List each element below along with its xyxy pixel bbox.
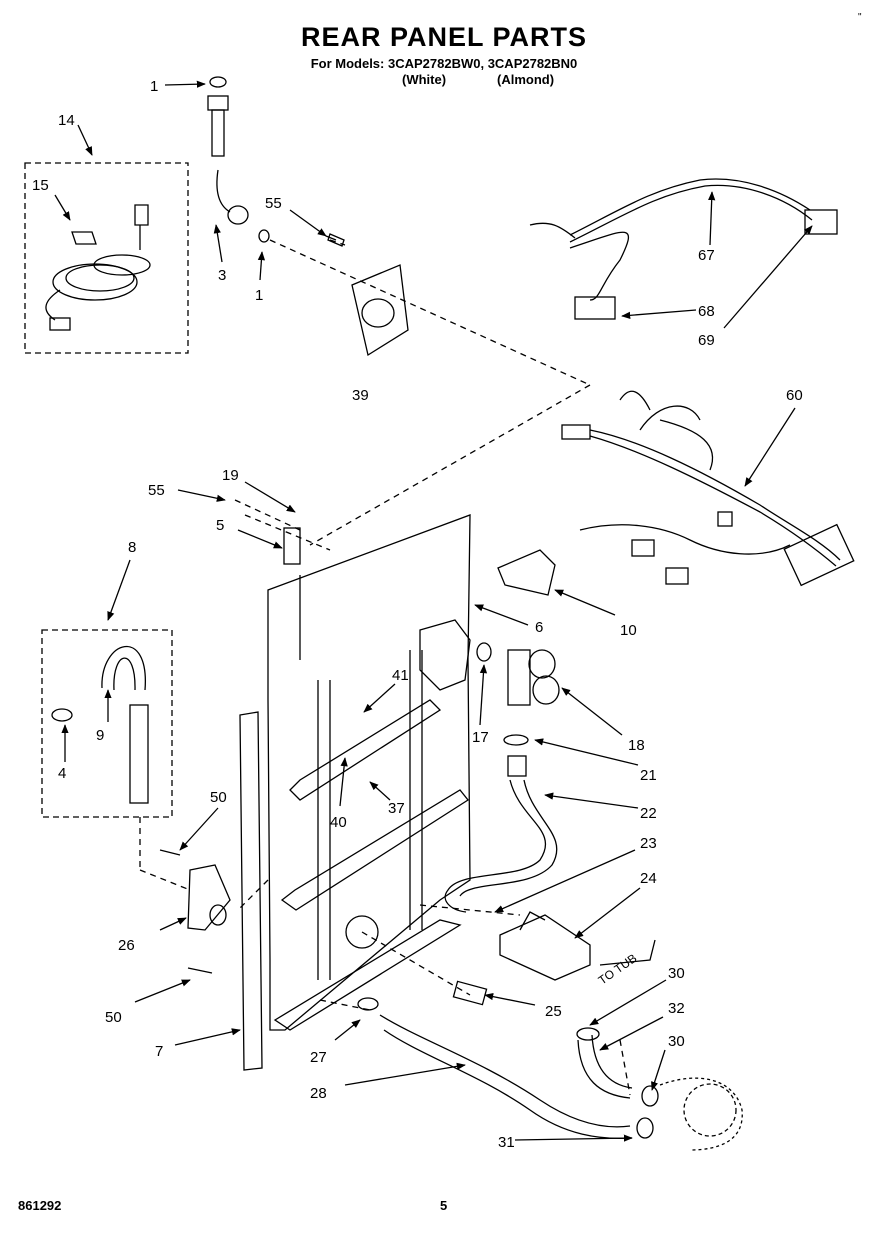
fill-hose-part — [444, 755, 558, 913]
clip-part — [452, 980, 488, 1006]
callout-31: 31 — [498, 1134, 515, 1151]
callout-30-lower: 30 — [668, 1033, 685, 1050]
callout-3: 3 — [218, 267, 226, 284]
callout-55-lower: 55 — [148, 482, 165, 499]
callout-14: 14 — [58, 112, 75, 129]
rear-panel — [267, 514, 471, 1031]
drain-hose-lower — [357, 997, 633, 1140]
side-strip-part — [239, 711, 263, 1071]
callout-1-top: 1 — [150, 78, 158, 95]
callout-22: 22 — [640, 805, 657, 822]
callout-8: 8 — [128, 539, 136, 556]
callout-69: 69 — [698, 332, 715, 349]
drain-hose-part — [51, 645, 149, 804]
callout-50-lower: 50 — [105, 1009, 122, 1026]
callout-5: 5 — [216, 517, 224, 534]
callout-arrows — [54, 80, 813, 1142]
to-tub-leader — [599, 939, 656, 966]
drain-hose-kit-box — [41, 629, 173, 818]
callout-68: 68 — [698, 303, 715, 320]
callout-6: 6 — [535, 619, 543, 636]
callout-41: 41 — [392, 667, 409, 684]
wiring-harness-main — [561, 390, 855, 587]
callout-23: 23 — [640, 835, 657, 852]
corner-mark: " — [858, 12, 862, 23]
callout-7: 7 — [155, 1043, 163, 1060]
callout-67: 67 — [698, 247, 715, 264]
plug-part — [345, 915, 379, 949]
document-number: 861292 — [18, 1198, 62, 1213]
callout-55-upper: 55 — [265, 195, 282, 212]
page-title: REAR PANEL PARTS — [300, 22, 588, 52]
callout-27: 27 — [310, 1049, 327, 1066]
callout-18: 18 — [628, 737, 645, 754]
to-tub-label: TO TUB — [596, 951, 640, 987]
callout-19: 19 — [222, 467, 239, 484]
drain-connector-part — [159, 849, 231, 974]
variant-white: (White) — [402, 72, 447, 87]
page-number: 5 — [440, 1198, 448, 1213]
callout-21: 21 — [640, 767, 657, 784]
mounting-plate-part — [325, 233, 409, 357]
callout-40: 40 — [330, 814, 347, 831]
callout-60: 60 — [786, 387, 803, 404]
callout-37: 37 — [388, 800, 405, 817]
callout-15: 15 — [32, 177, 49, 194]
callout-39: 39 — [352, 387, 369, 404]
bracket-part — [497, 549, 556, 596]
pump-hose-part — [576, 1027, 743, 1151]
callout-30-upper: 30 — [668, 965, 685, 982]
power-cord-kit-box — [24, 162, 189, 354]
callout-28: 28 — [310, 1085, 327, 1102]
callout-50-upper: 50 — [210, 789, 227, 806]
model-numbers: For Models: 3CAP2782BW0, 3CAP2782BN0 — [310, 56, 578, 71]
dashed-link-lines — [139, 239, 631, 1096]
water-valve-part — [476, 642, 560, 746]
callout-10: 10 — [620, 622, 637, 639]
power-cord-part — [45, 204, 151, 331]
air-dome-assembly — [499, 911, 591, 981]
callout-24: 24 — [640, 870, 657, 887]
variant-almond: (Almond) — [497, 72, 555, 87]
callout-26: 26 — [118, 937, 135, 954]
callout-32: 32 — [668, 1000, 685, 1017]
callout-4: 4 — [58, 765, 66, 782]
callout-1-lower: 1 — [255, 287, 263, 304]
callout-17: 17 — [472, 729, 489, 746]
callout-9: 9 — [96, 727, 104, 744]
wiring-harness-upper — [529, 178, 838, 320]
callout-25: 25 — [545, 1003, 562, 1020]
water-inlet-fitting — [207, 76, 270, 243]
